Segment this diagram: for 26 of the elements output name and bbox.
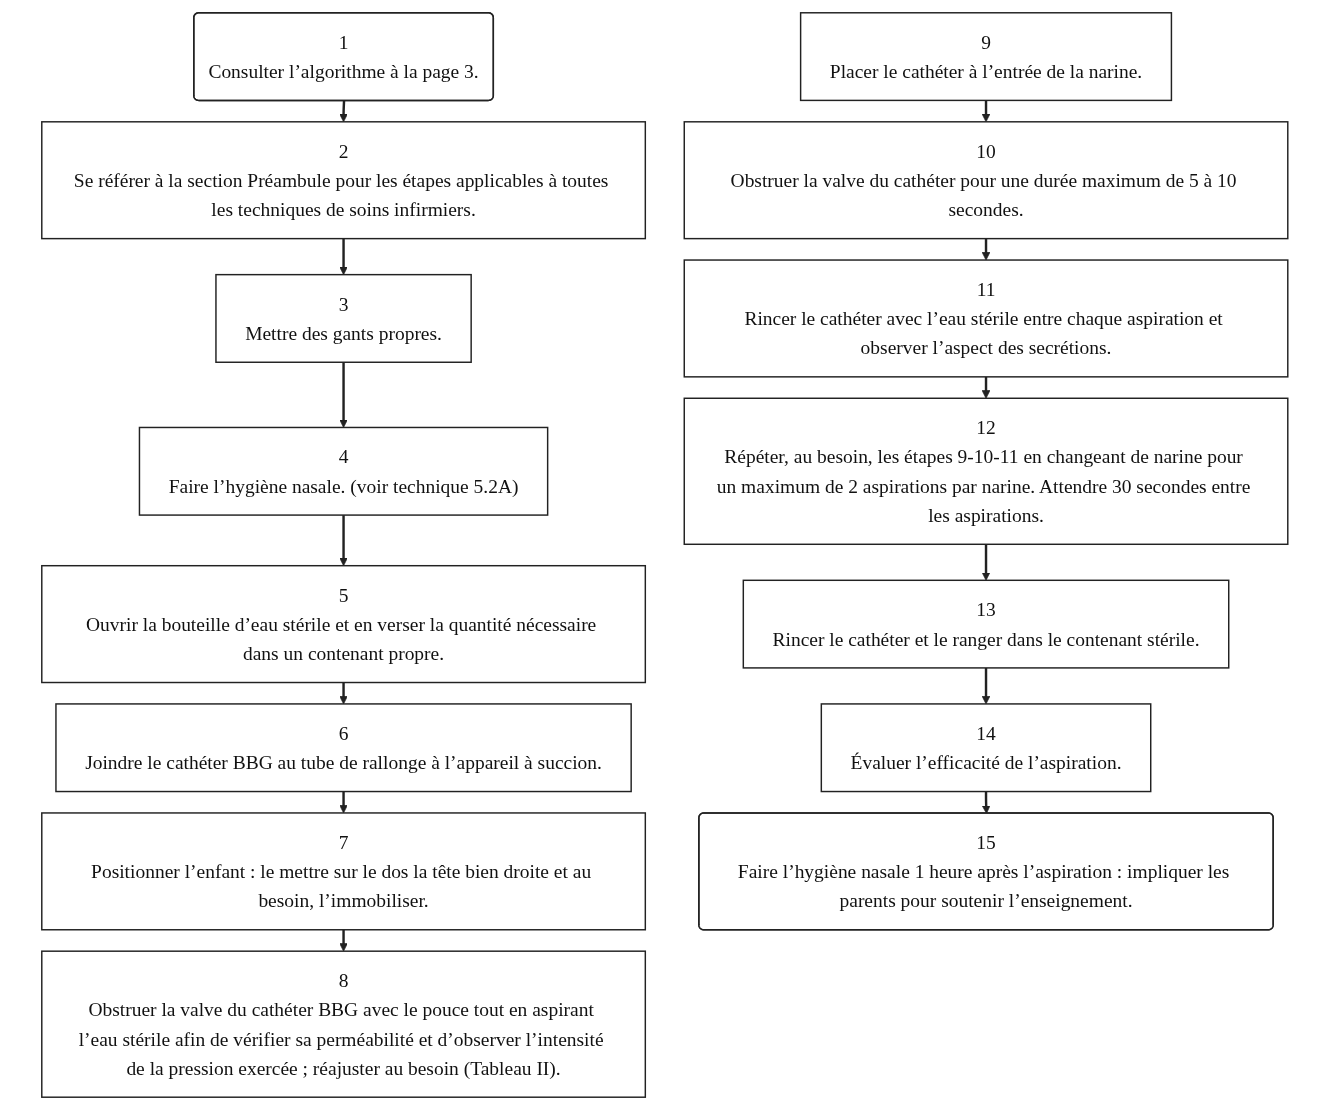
node-box bbox=[41, 949, 647, 1098]
arrow bbox=[339, 682, 349, 704]
node-box bbox=[683, 258, 1289, 378]
arrow bbox=[981, 667, 991, 704]
node-box bbox=[41, 564, 647, 683]
node-box bbox=[820, 702, 1152, 792]
arrow bbox=[981, 543, 991, 581]
arrow bbox=[982, 791, 991, 814]
node-box bbox=[138, 426, 549, 516]
arrow bbox=[339, 100, 349, 122]
node-box bbox=[55, 702, 633, 792]
arrow bbox=[981, 376, 991, 399]
arrow bbox=[339, 361, 349, 428]
node-box bbox=[215, 273, 473, 363]
node-box bbox=[683, 120, 1289, 239]
node-box bbox=[41, 120, 647, 239]
arrow bbox=[981, 99, 991, 122]
arrow bbox=[339, 929, 349, 952]
node-box bbox=[41, 811, 647, 930]
node-box bbox=[742, 579, 1230, 669]
arrow bbox=[339, 514, 349, 566]
arrow bbox=[339, 791, 349, 813]
arrow bbox=[981, 238, 991, 260]
arrow bbox=[339, 238, 349, 275]
node-box bbox=[800, 11, 1173, 101]
node-box bbox=[683, 397, 1289, 545]
